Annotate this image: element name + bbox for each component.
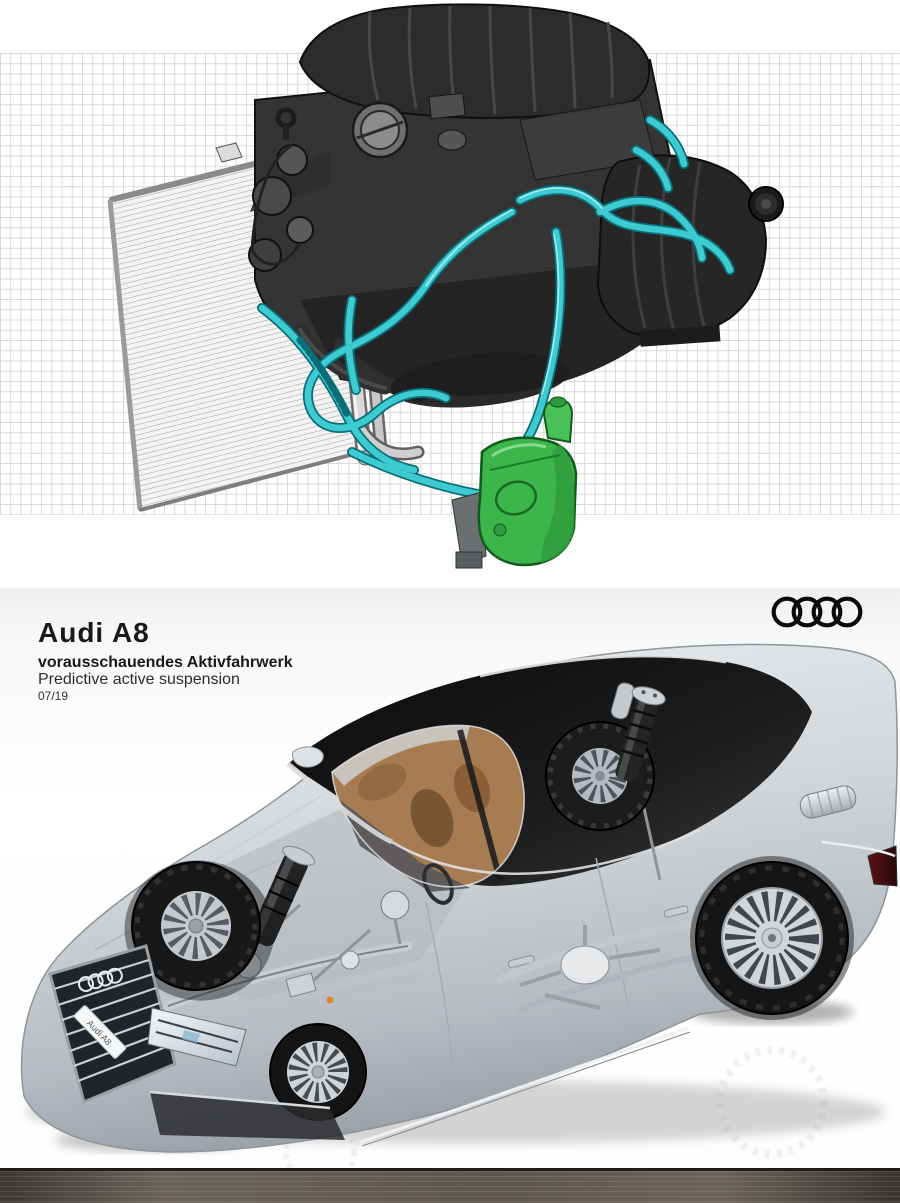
headlight: [147, 1007, 247, 1067]
rear-suspension-assembly: [496, 789, 703, 1013]
throttle-body: [351, 101, 409, 159]
engine-cutaway-illustration: [107, 3, 784, 569]
differential: [560, 945, 610, 985]
press-image-panel: Audi A8 vorausschauendes Aktivfahrwerk P…: [0, 588, 900, 1168]
door-handle: [507, 955, 535, 968]
front-seat: [410, 788, 454, 848]
subtitle-german: vorausschauendes Aktivfahrwerk: [38, 654, 293, 671]
page-title: Audi A8: [38, 617, 150, 648]
floor-strip: [0, 1168, 900, 1203]
dashboard: [340, 800, 470, 892]
headliner: [332, 725, 470, 786]
audi-rings-logo-icon: [771, 596, 863, 628]
steering-wheel: [422, 863, 454, 905]
audi-rings-grille-icon: [78, 967, 123, 992]
auxiliary-coolant-pump: [451, 396, 578, 569]
door-handle: [663, 905, 689, 918]
a-pillar: [286, 762, 394, 845]
accessory-pulleys: [248, 143, 314, 272]
rear-seat: [357, 763, 407, 801]
date-label: 07/19: [38, 689, 69, 703]
trunk-chrome-trim: [821, 840, 896, 858]
transmission: [596, 154, 784, 347]
roof-rail: [479, 654, 727, 678]
b-pillar: [457, 729, 503, 881]
rear-right-wheel: [690, 856, 854, 1020]
exhaust-muffler: [799, 784, 857, 819]
car-cutaway-illustration: Audi A8: [20, 643, 898, 1168]
tail-light: [867, 845, 898, 887]
front-right-wheel: [269, 1023, 367, 1121]
cabin-interior: [331, 724, 525, 905]
front-air-strut: [250, 845, 315, 947]
subtitle-english: Predictive active suspension: [38, 671, 240, 688]
grille-slats: [53, 958, 172, 1083]
engine-diagram-panel: [0, 0, 900, 588]
side-mirror: [292, 746, 324, 768]
front-grille: Audi A8: [48, 944, 177, 1105]
corrugated-hose: [296, 336, 352, 420]
intake-manifold: [298, 3, 651, 119]
rear-air-strut: [610, 682, 666, 783]
bumper-intake: [150, 1092, 345, 1140]
title-block: Audi A8 vorausschauendes Aktivfahrwerk P…: [38, 618, 293, 704]
body-panel-lines: [94, 857, 691, 1147]
intake-ribs: [367, 5, 614, 115]
bumper-chrome-lip: [149, 1090, 331, 1110]
front-left-wheel: [124, 860, 275, 1001]
engine-block: [248, 3, 677, 408]
